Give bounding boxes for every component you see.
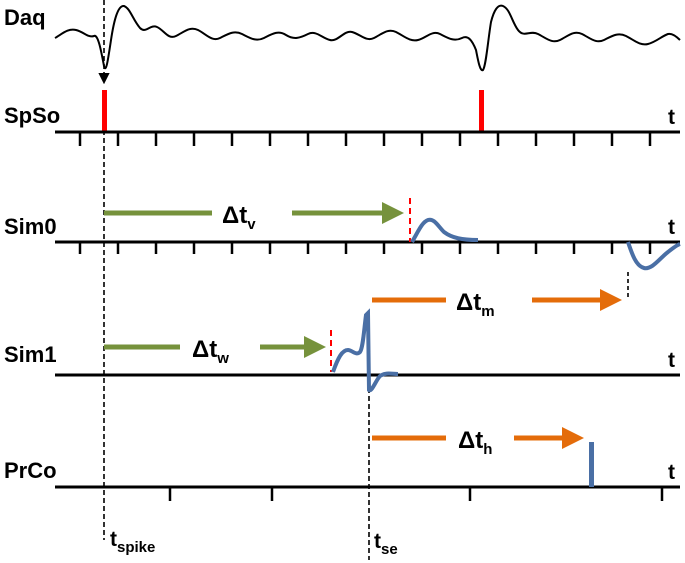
spso-axis-label: t xyxy=(668,106,675,129)
sim1-waveform xyxy=(331,308,399,393)
t-se-label: tse xyxy=(374,530,398,558)
spso-spike-marker-1 xyxy=(102,90,107,132)
row-label-sim0: Sim0 xyxy=(4,214,57,239)
prco-output-bar xyxy=(589,442,594,487)
row-label-daq: Daq xyxy=(4,5,46,30)
sim1-delay-arrowhead xyxy=(304,336,326,358)
row-label-sim1: Sim1 xyxy=(4,342,57,367)
prco-axis-label: t xyxy=(668,461,675,484)
sim0-delay-arrowhead xyxy=(382,202,404,224)
spso-ticks xyxy=(78,132,652,146)
sim0-ticks xyxy=(78,242,652,254)
delta-th-label: Δth xyxy=(458,427,492,458)
t-spike-label: tspike xyxy=(110,528,155,556)
row-label-prco: PrCo xyxy=(4,458,57,483)
sim1-axis-label: t xyxy=(668,349,675,372)
delta-tm-arrowhead xyxy=(600,289,622,311)
delta-tw-label: Δtw xyxy=(192,336,229,367)
row-label-spso: SpSo xyxy=(4,103,60,128)
delta-th-arrowhead xyxy=(562,427,584,449)
sim0-waveform-second xyxy=(626,241,681,271)
daq-signal-trace xyxy=(54,4,681,72)
sim0-waveform xyxy=(410,217,479,244)
spso-spike-marker-2 xyxy=(479,90,484,132)
prco-ticks xyxy=(168,487,664,501)
delta-tv-label: Δtv xyxy=(222,202,256,233)
delta-tm-label: Δtm xyxy=(456,289,495,320)
sim0-axis-label: t xyxy=(668,216,675,239)
